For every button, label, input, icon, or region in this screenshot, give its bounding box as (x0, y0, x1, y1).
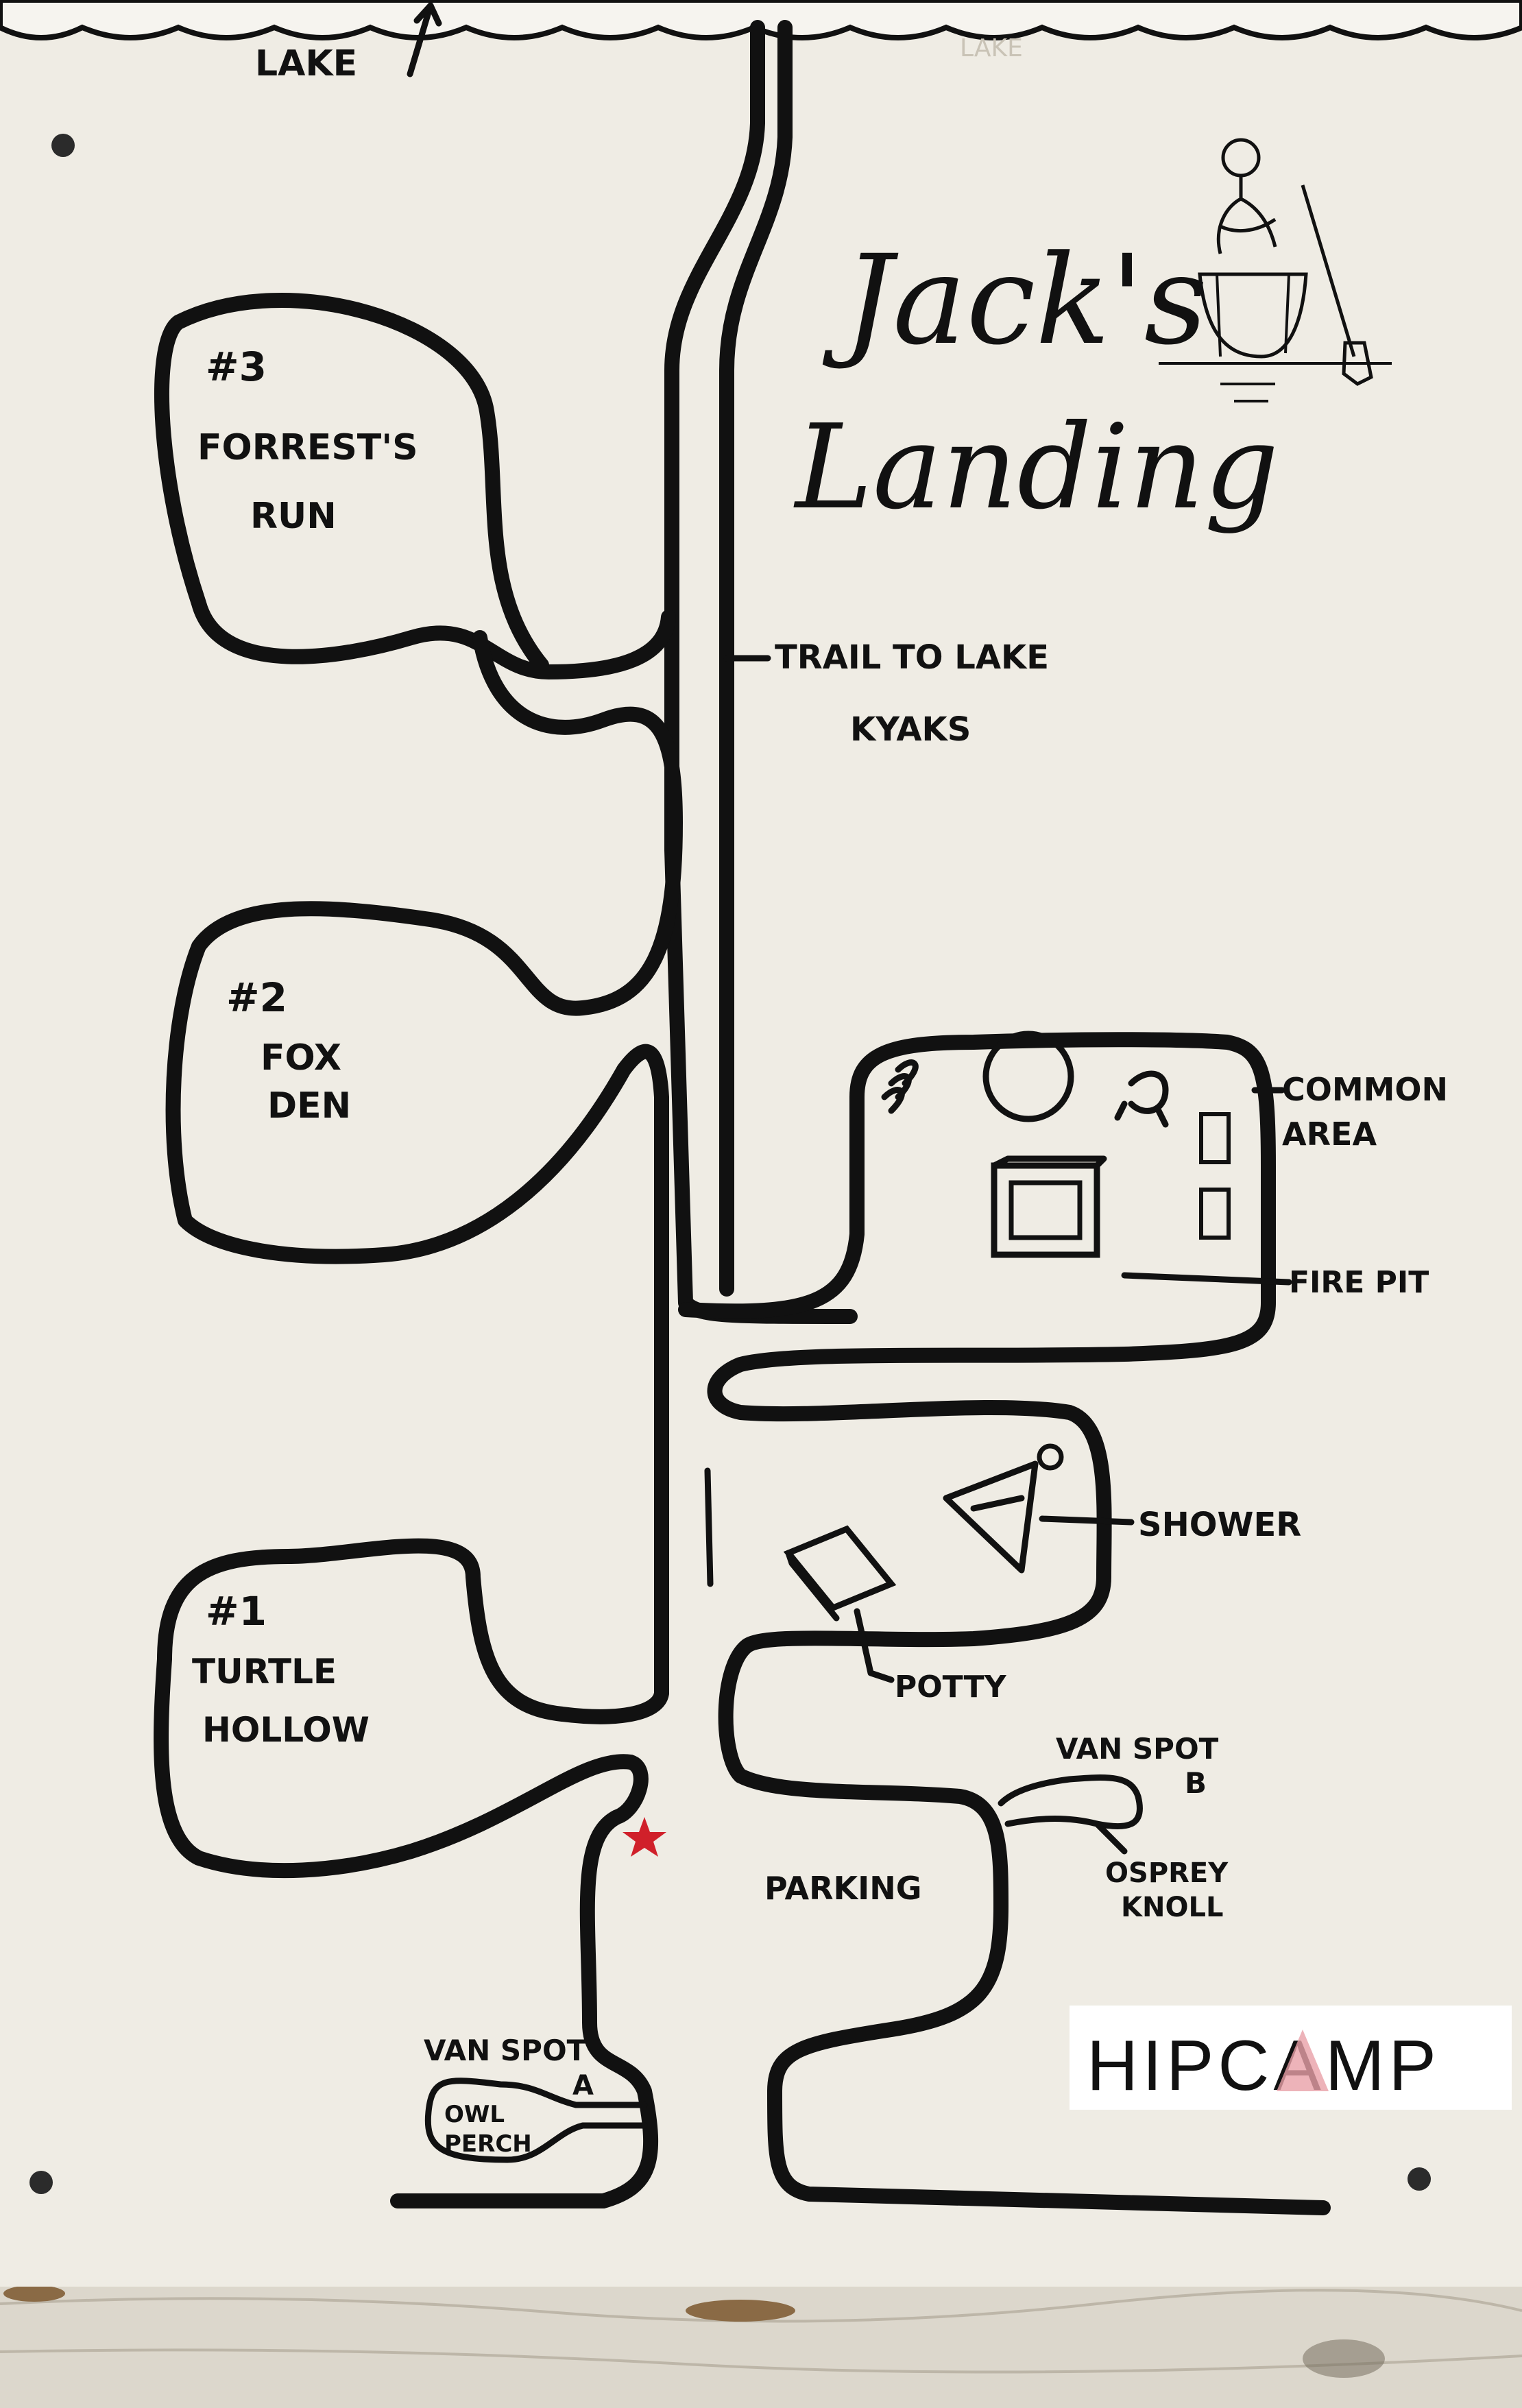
common-area-line1: COMMON (1282, 1071, 1448, 1108)
hipcamp-sticker (1070, 2006, 1512, 2110)
van-spot-a-line1: VAN SPOT (424, 2034, 587, 2067)
wood-grain (0, 2348, 1522, 2374)
screw (1408, 2167, 1431, 2191)
knot (1303, 2339, 1385, 2378)
van-spot-b-spur (998, 1774, 1143, 1830)
trail-east-edge (719, 20, 793, 1297)
bench-icon (1199, 1112, 1231, 1164)
leaf (686, 2300, 795, 2322)
shower-label: SHOWER (1138, 1506, 1301, 1544)
owl-perch-line1: OWL (444, 2101, 505, 2128)
road-gap-mark (704, 1467, 714, 1587)
owl-perch-line2: PERCH (444, 2130, 532, 2158)
bench-icon (1199, 1188, 1231, 1240)
shower-leader (1039, 1515, 1135, 1526)
wood-grain (0, 2289, 1522, 2323)
site1-name-line1: TURTLE (192, 1652, 337, 1691)
plant-icon (881, 1059, 919, 1114)
picnic-table-icon (991, 1155, 1107, 1258)
fire-pit-icon (982, 1031, 1074, 1122)
site3-name-line2: RUN (250, 496, 337, 537)
potty-icon (783, 1525, 897, 1622)
trail-label-line2: KYAKS (850, 710, 971, 749)
star-marker-icon (623, 1817, 666, 1857)
site2-number: #2 (226, 974, 287, 1021)
lake-faint-label: LAKE (960, 34, 1023, 62)
lake-arrowhead (413, 2, 442, 27)
title-line1: Jack's (822, 229, 1207, 372)
site1-number: #1 (206, 1588, 267, 1635)
osprey-knoll-line1: OSPREY (1105, 1857, 1229, 1889)
lake-label: LAKE (255, 43, 357, 84)
common-area-line2: AREA (1282, 1116, 1377, 1153)
hipcamp-text: HIPCAMP (1087, 2026, 1440, 2106)
tent-icon (943, 1443, 1064, 1574)
van-spot-b-line1: VAN SPOT (1056, 1732, 1219, 1766)
lake-arrow (407, 2, 434, 77)
osprey-leader (1094, 1820, 1128, 1855)
leaf (3, 2285, 65, 2302)
screw (29, 2171, 53, 2194)
campsite-loops (154, 630, 683, 2208)
fire-pit-leader (1121, 1272, 1292, 1286)
service-road (678, 1032, 1331, 2215)
trail-label-line1: TRAIL TO LAKE (775, 638, 1049, 677)
van-spot-a-line2: A (572, 2070, 594, 2102)
site2-name-line1: FOX (261, 1037, 341, 1079)
osprey-knoll-line2: KNOLL (1121, 1892, 1223, 1923)
site3-loop (154, 293, 676, 679)
hipcamp-logo: HIPCAMP (1070, 2006, 1512, 2110)
site3-number: #3 (206, 344, 267, 390)
owl-perch-spur (424, 2078, 648, 2163)
site3-name-line1: FORREST'S (197, 427, 418, 468)
kayaker-icon (1159, 138, 1392, 402)
potty-leader (854, 1608, 895, 1683)
screw (51, 134, 75, 157)
van-spot-b-line2: B (1185, 1766, 1207, 1800)
site2-name-line2: DEN (267, 1085, 351, 1127)
parking-label: PARKING (764, 1870, 922, 1907)
site1-name-line2: HOLLOW (202, 1710, 370, 1750)
fire-pit-label: FIRE PIT (1289, 1265, 1429, 1300)
hipcamp-tent-accent (1277, 2030, 1329, 2091)
potty-label: POTTY (895, 1670, 1007, 1705)
chair-icon (1114, 1070, 1169, 1128)
title-line2: Landing (793, 400, 1279, 535)
